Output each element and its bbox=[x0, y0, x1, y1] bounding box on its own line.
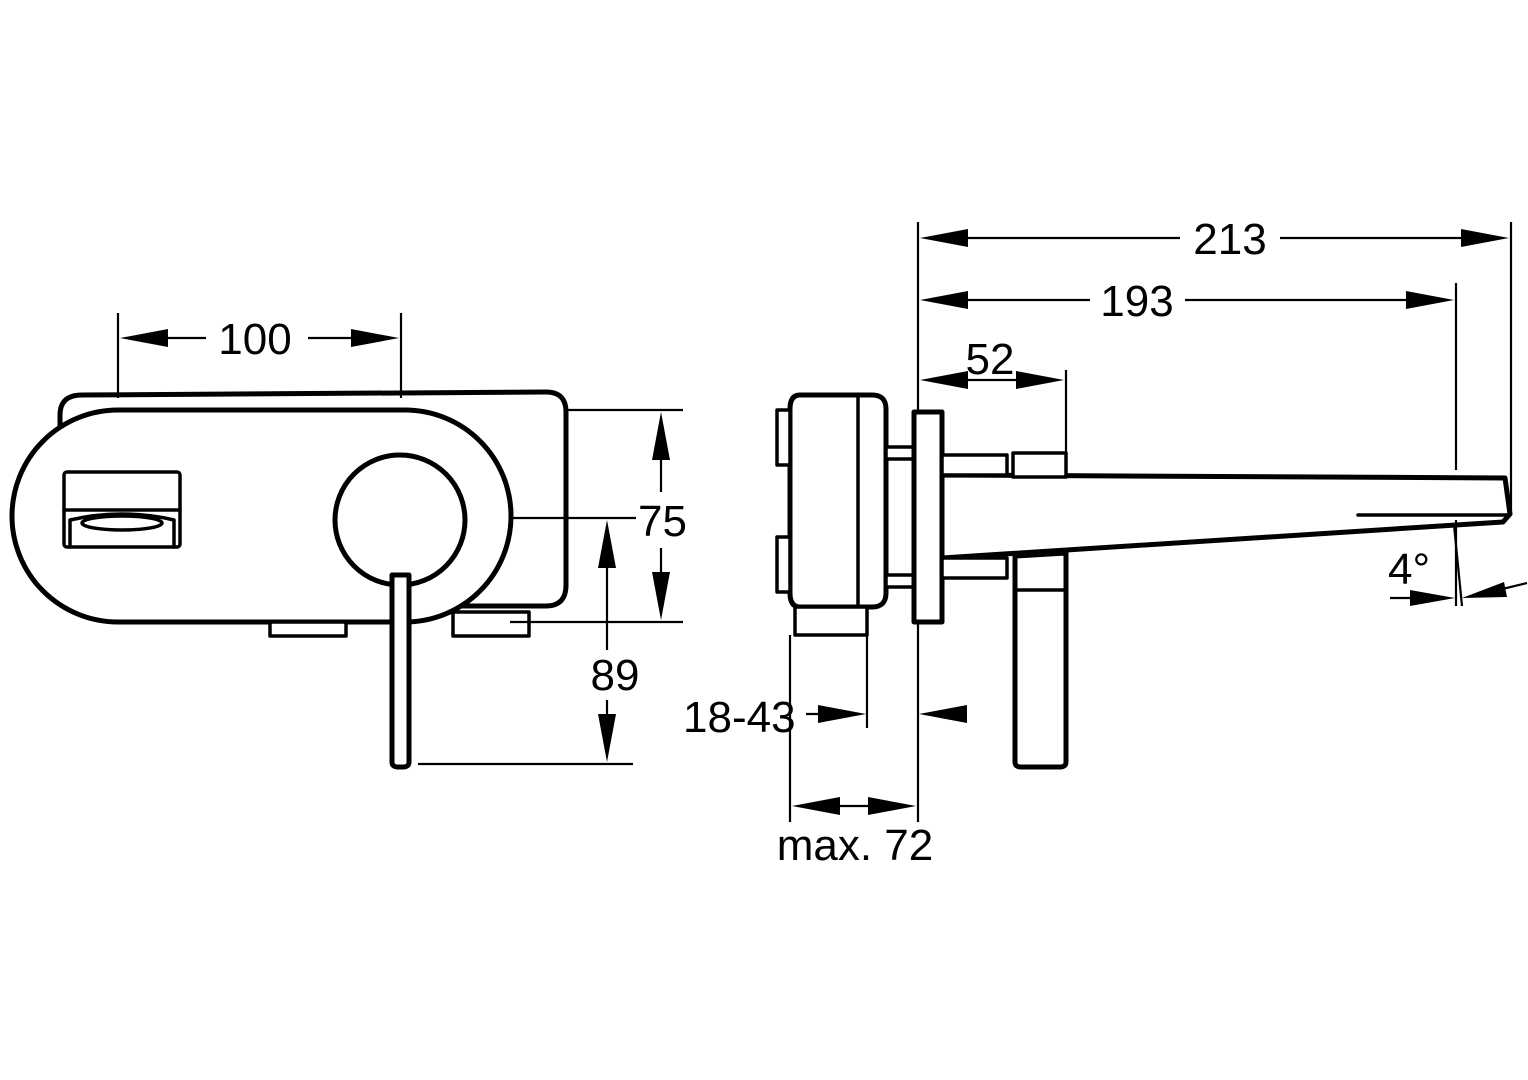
label-total-length: 213 bbox=[1193, 215, 1266, 264]
dim-total-length: 213 bbox=[916, 215, 1513, 515]
dim-spout-length: 193 bbox=[920, 277, 1458, 470]
side-view bbox=[775, 392, 1513, 770]
front-view bbox=[9, 389, 569, 770]
label-max-depth: max. 72 bbox=[777, 821, 934, 870]
label-wall-range: 18-43 bbox=[683, 693, 796, 742]
dim-max-depth: max. 72 bbox=[777, 622, 934, 870]
front-outlet bbox=[62, 470, 182, 549]
dim-lever-height: 89 bbox=[418, 516, 640, 766]
side-wall-flange bbox=[911, 409, 945, 625]
dim-spout-angle: 4° bbox=[1388, 520, 1528, 607]
label-spout-length: 193 bbox=[1100, 277, 1173, 326]
label-front-height: 75 bbox=[638, 497, 687, 546]
front-back-plate bbox=[57, 389, 569, 609]
label-lever-height: 89 bbox=[591, 651, 640, 700]
side-top-collar bbox=[1011, 451, 1068, 479]
label-front-width: 100 bbox=[218, 315, 291, 364]
label-spout-offset: 52 bbox=[966, 335, 1015, 384]
side-body-stub bbox=[793, 605, 869, 637]
side-spout bbox=[939, 472, 1513, 561]
side-lever bbox=[1012, 550, 1069, 770]
label-spout-angle: 4° bbox=[1388, 545, 1430, 594]
front-connector-left bbox=[268, 620, 348, 638]
dim-front-height: 75 bbox=[510, 408, 687, 624]
front-lever bbox=[389, 572, 412, 770]
dim-front-width: 100 bbox=[116, 313, 403, 398]
dim-wall-range: 18-43 bbox=[683, 635, 967, 742]
front-connector-right bbox=[451, 610, 531, 638]
side-concealed-body bbox=[787, 392, 889, 610]
dim-spout-offset: 52 bbox=[920, 335, 1068, 455]
front-handle-knob bbox=[332, 452, 468, 588]
